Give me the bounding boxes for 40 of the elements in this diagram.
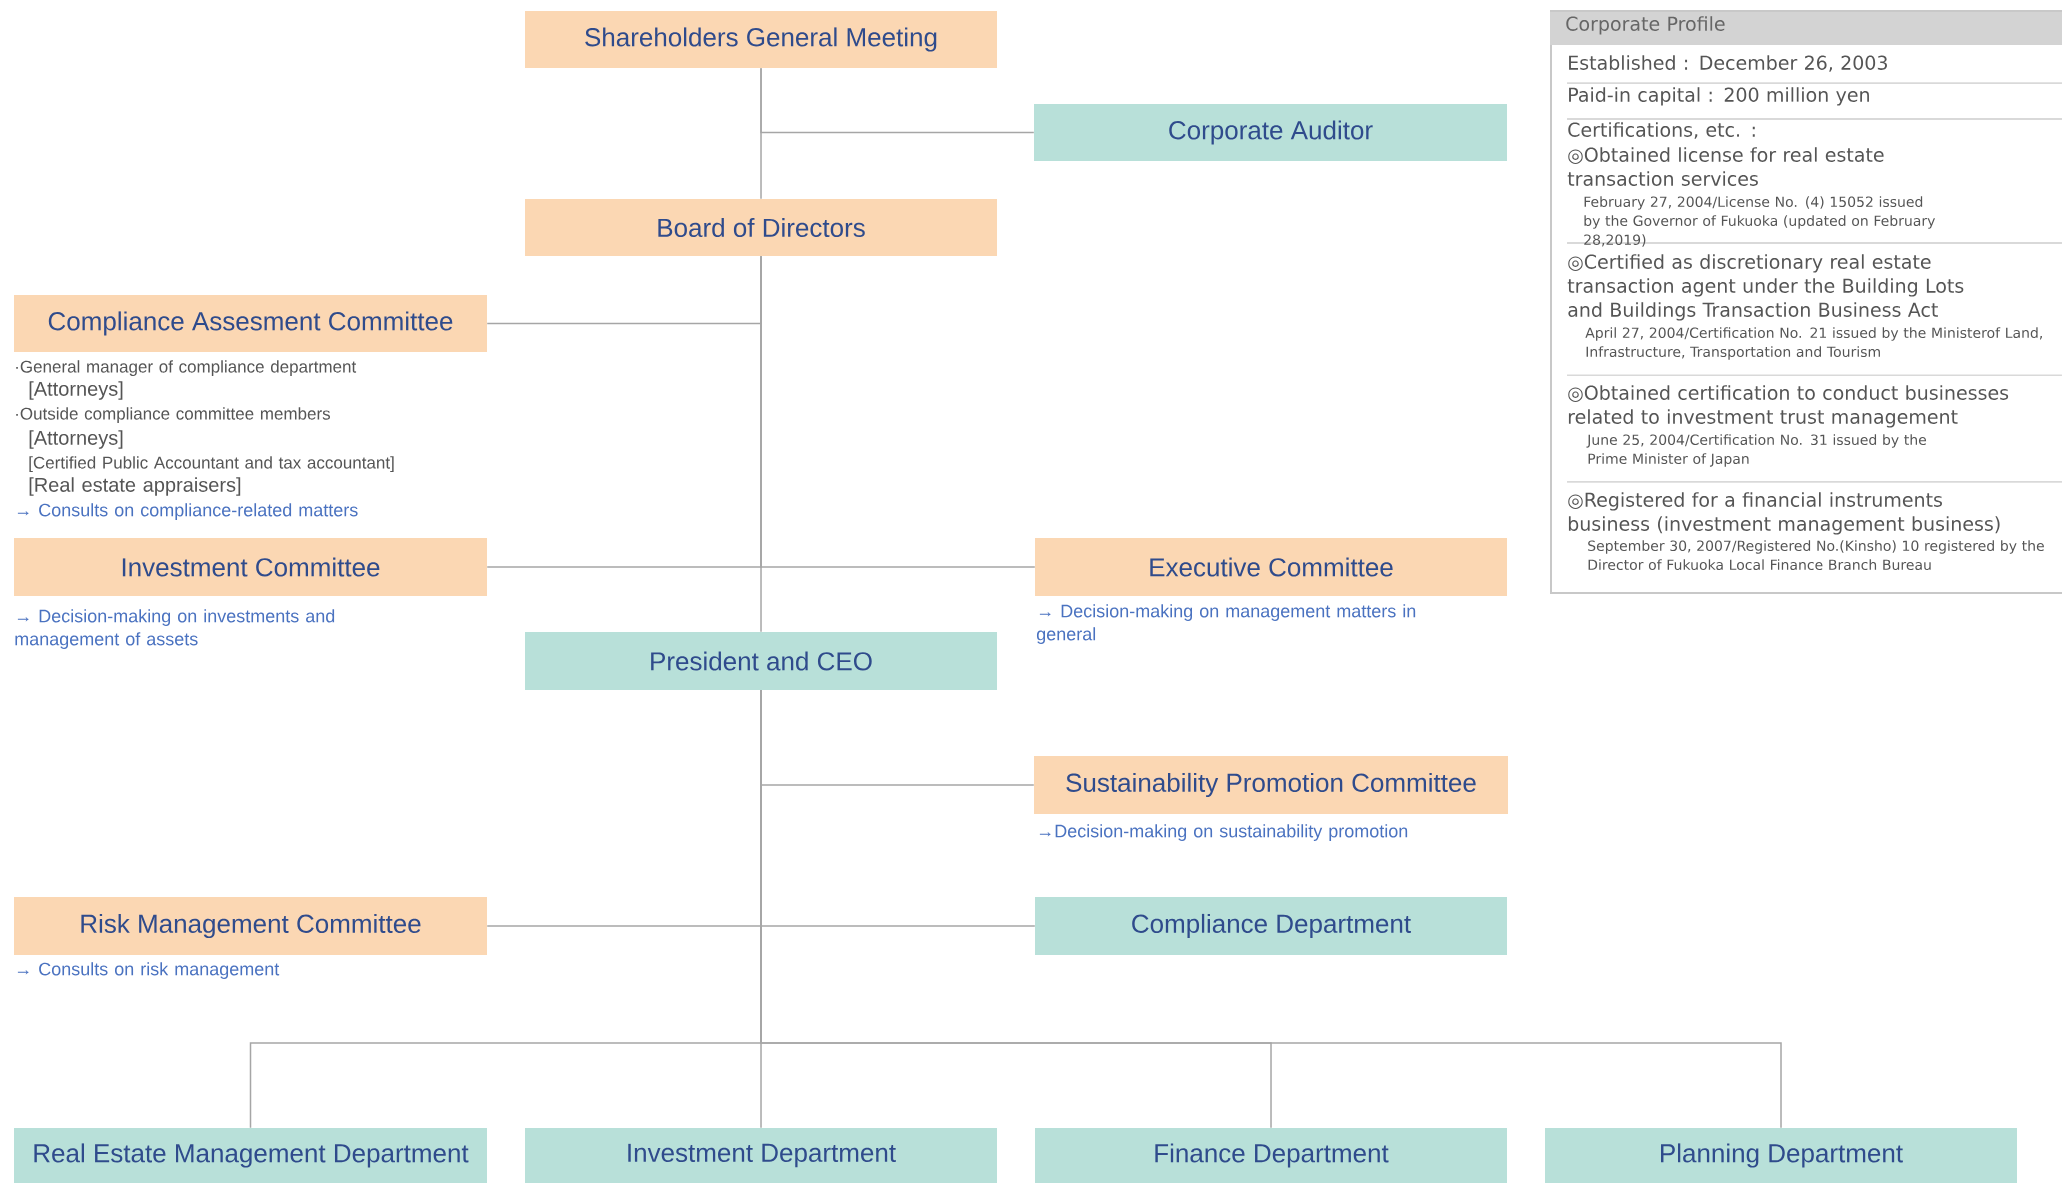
- member-line: [Attorneys]: [29, 430, 123, 449]
- committee-box: Compliance Assesment Committee: [14, 295, 487, 352]
- connector-line: [760, 689, 1782, 1129]
- certification-title: ◎Obtained certification to conduct businesses related to investment trust management: [1568, 385, 2009, 428]
- department-box: Investment Department: [525, 1128, 997, 1183]
- certification-detail: February 27, 2004/License No. (4) 15052 issued by the Governor of Fukuoka (updated on February 28,2019): [1584, 196, 1935, 247]
- committee-box: Executive Committee: [1035, 538, 1507, 596]
- governance-box: Board of Directors: [525, 199, 997, 256]
- member-line: [Certified Public Accountant and tax accountant]: [29, 456, 394, 473]
- profile-item: Paid-in capital : 200 million yen: [1569, 87, 1869, 106]
- profile-heading: Corporate Profile: [1566, 16, 1725, 35]
- member-line: [Attorneys]: [29, 381, 123, 400]
- certification-title: ◎Registered for a financial instruments business (investment management business): [1568, 492, 2000, 535]
- committee-box: Risk Management Committee: [14, 897, 487, 955]
- member-line: ·General manager of compliance department: [16, 360, 357, 377]
- certification-detail: June 25, 2004/Certification No. 31 issued by the Prime Minister of Japan: [1586, 434, 1927, 467]
- description-text: → Consults on compliance-related matters: [17, 503, 358, 520]
- executive-box: President and CEO: [525, 632, 997, 690]
- profile-item: Certifications, etc. :: [1568, 122, 1755, 139]
- member-line: [Real estate appraisers]: [29, 477, 241, 496]
- certification-title: ◎Certified as discretionary real estate transaction agent under the Building Lots and Buildings Transaction Business Act: [1567, 254, 1964, 321]
- committee-box: Sustainability Promotion Committee: [1034, 756, 1508, 814]
- description-text: → Consults on risk management: [17, 962, 280, 979]
- description-text: →Decision-making on sustainability promotion: [1039, 824, 1408, 841]
- department-box: Finance Department: [1035, 1128, 1507, 1183]
- auditor-box: Corporate Auditor: [1034, 104, 1507, 161]
- department-box: Real Estate Management Department: [14, 1128, 487, 1183]
- profile-item: Established : December 26, 2003: [1569, 55, 1887, 72]
- committee-box: Investment Committee: [14, 538, 487, 596]
- governance-box: Shareholders General Meeting: [525, 11, 997, 68]
- certification-detail: September 30, 2007/Registered No.(Kinsho) 10 registered by the Director of Fukuoka Local Finance Branch Bureau: [1588, 540, 2044, 571]
- connector-line: [760, 67, 762, 200]
- department-box: Planning Department: [1545, 1128, 2017, 1183]
- certification-detail: April 27, 2004/Certification No. 21 issued by the Ministerof Land, Infrastructure, Transportation and Tourism: [1585, 327, 2042, 360]
- department-box: Compliance Department: [1035, 897, 1507, 955]
- connector-line: [760, 255, 762, 633]
- certification-title: ◎Obtained license for real estate transaction services: [1567, 147, 1884, 186]
- description-text: → Decision-making on management matters in general: [1036, 604, 1416, 644]
- member-line: ·Outside compliance committee members: [16, 407, 331, 424]
- description-text: → Decision-making on investments and management of assets: [15, 609, 335, 649]
